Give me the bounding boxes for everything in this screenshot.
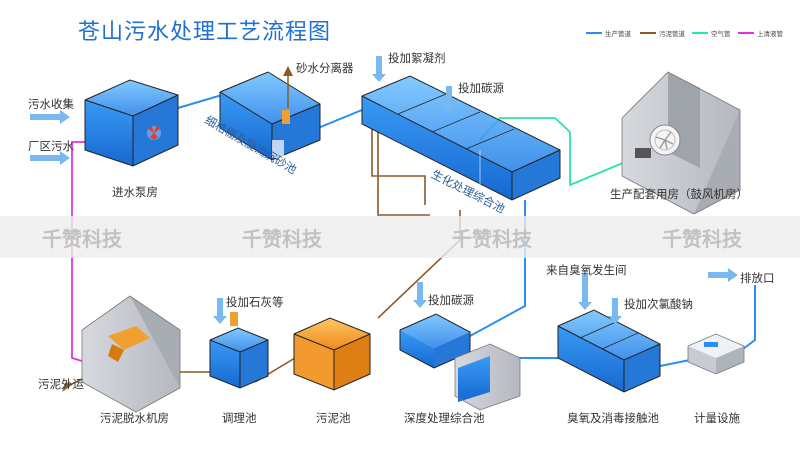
inlet-pump-tank[interactable] bbox=[84, 79, 179, 167]
watermark-text: 千赞科技 bbox=[42, 227, 122, 251]
sludge-tank[interactable] bbox=[293, 317, 371, 391]
label-carbon-1: 投加碳源 bbox=[458, 81, 504, 95]
label-carbon-2: 投加碳源 bbox=[428, 293, 474, 307]
watermark-text: 千赞科技 bbox=[452, 227, 532, 251]
diagram-title: 苍山污水处理工艺流程图 bbox=[78, 20, 332, 45]
arrow-icon bbox=[372, 56, 386, 82]
fan-icon bbox=[147, 126, 161, 140]
label-sludge-tank: 污泥池 bbox=[316, 411, 351, 425]
grit-separator-unit bbox=[282, 110, 290, 124]
deep-treatment-tank[interactable] bbox=[399, 313, 521, 411]
conditioning-tank[interactable] bbox=[209, 312, 269, 389]
watermark-text: 千赞科技 bbox=[662, 227, 742, 251]
label-discharge: 排放口 bbox=[740, 271, 775, 285]
label-dewater: 污泥脱水机房 bbox=[100, 411, 169, 425]
ozone-contact-tank[interactable] bbox=[557, 309, 661, 393]
arrow-icon bbox=[213, 298, 227, 324]
label-plant-sewage: 厂区污水 bbox=[28, 139, 74, 153]
label-lime: 投加石灰等 bbox=[226, 295, 284, 309]
arrow-icon bbox=[413, 282, 427, 308]
label-grit-separator: 砂水分离器 bbox=[296, 61, 354, 75]
label-coagulant: 投加絮凝剂 bbox=[388, 51, 446, 65]
dewatering-house[interactable] bbox=[81, 295, 181, 413]
label-sludge-out: 污泥外运 bbox=[38, 377, 84, 391]
watermark-text: 千赞科技 bbox=[242, 227, 322, 251]
grille-grit-tank[interactable] bbox=[219, 71, 321, 161]
label-ozone-source: 来自臭氧发生间 bbox=[546, 263, 627, 277]
sludge-out-arrow-icon bbox=[62, 382, 72, 392]
label-hypochlorite: 投加次氯酸钠 bbox=[624, 297, 693, 311]
legend-item: 上清液管 bbox=[738, 28, 783, 38]
label-sewage-collect: 污水收集 bbox=[28, 97, 74, 111]
biochem-tank[interactable] bbox=[361, 75, 561, 201]
arrow-icon bbox=[442, 86, 456, 112]
legend-item: 生产管道 bbox=[586, 28, 631, 38]
arrow-icon bbox=[30, 110, 70, 124]
label-conditioning: 调理池 bbox=[222, 411, 257, 425]
legend-item: 空气管 bbox=[692, 28, 731, 38]
blower-icon bbox=[635, 124, 681, 158]
input-arrows bbox=[30, 56, 738, 324]
label-deep: 深度处理综合池 bbox=[404, 411, 485, 425]
blower-house[interactable] bbox=[621, 71, 741, 215]
legend-item: 污泥管道 bbox=[640, 28, 685, 38]
label-ozone-contact: 臭氧及消毒接触池 bbox=[567, 411, 659, 425]
watermark-band bbox=[0, 216, 800, 258]
arrow-icon bbox=[608, 298, 622, 324]
arrow-icon bbox=[578, 274, 592, 310]
metering-facility[interactable] bbox=[687, 333, 745, 375]
arrow-icon bbox=[30, 151, 70, 165]
arrow-icon bbox=[708, 268, 738, 282]
label-inlet-pump: 进水泵房 bbox=[112, 185, 158, 199]
label-metering: 计量设施 bbox=[694, 411, 740, 425]
label-blower: 生产配套用房（鼓风机房） bbox=[610, 187, 748, 201]
